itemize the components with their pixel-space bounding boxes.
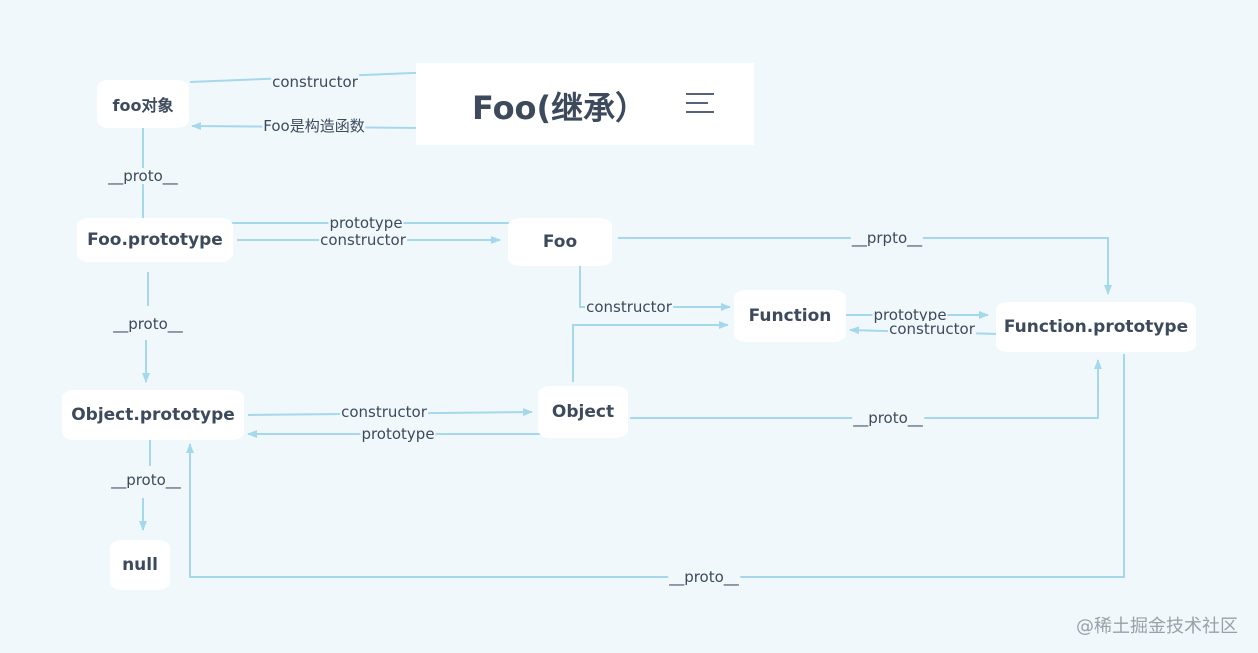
node-foo: Foo [508, 218, 612, 266]
edge-label-prototype: prototype [360, 425, 436, 443]
edge-label-constructor: constructor [340, 403, 428, 421]
node-foo-object: foo对象 [97, 80, 189, 128]
edge-label-prototype: prototype [328, 214, 404, 232]
edge-object-to-function [572, 321, 729, 382]
edge-foo-to-function [579, 264, 731, 311]
edge-label-foo-is-constructor: Foo是构造函数 [262, 117, 366, 135]
node-null: null [110, 540, 170, 590]
edge-label-prpto: __prpto__ [850, 229, 924, 247]
node-function-prototype: Function.prototype [996, 302, 1196, 352]
menu-icon[interactable] [686, 93, 714, 115]
title-card: Foo(继承） [416, 63, 754, 145]
edge-foo-to-function-prototype [618, 237, 1112, 295]
edge-label-proto: __proto__ [112, 315, 184, 333]
edge-label-proto: __proto__ [668, 568, 740, 586]
watermark: @稀土掘金技术社区 [1076, 616, 1238, 637]
node-object-prototype: Object.prototype [62, 390, 244, 440]
edge-label-proto: __proto__ [852, 409, 924, 427]
edge-label-prototype: prototype [872, 306, 948, 324]
edge-label-constructor: constructor [319, 231, 407, 249]
diagram-title: Foo(继承） [472, 89, 648, 127]
node-foo-prototype: Foo.prototype [77, 218, 233, 262]
edge-object-prototype-to-null [143, 440, 150, 530]
edge-label-constructor: constructor [888, 320, 976, 338]
edge-object-to-function-prototype [630, 359, 1102, 419]
edge-label-constructor: constructor [585, 298, 673, 316]
edge-label-proto: __proto__ [107, 167, 179, 185]
node-object: Object [538, 386, 628, 438]
edge-label-constructor: constructor [271, 73, 359, 91]
edge-function-prototype-to-object-prototype [186, 354, 1125, 578]
edge-label-proto: __proto__ [110, 471, 182, 489]
edge-foo-prototype-to-object-prototype [146, 272, 148, 382]
node-function: Function [734, 290, 846, 342]
